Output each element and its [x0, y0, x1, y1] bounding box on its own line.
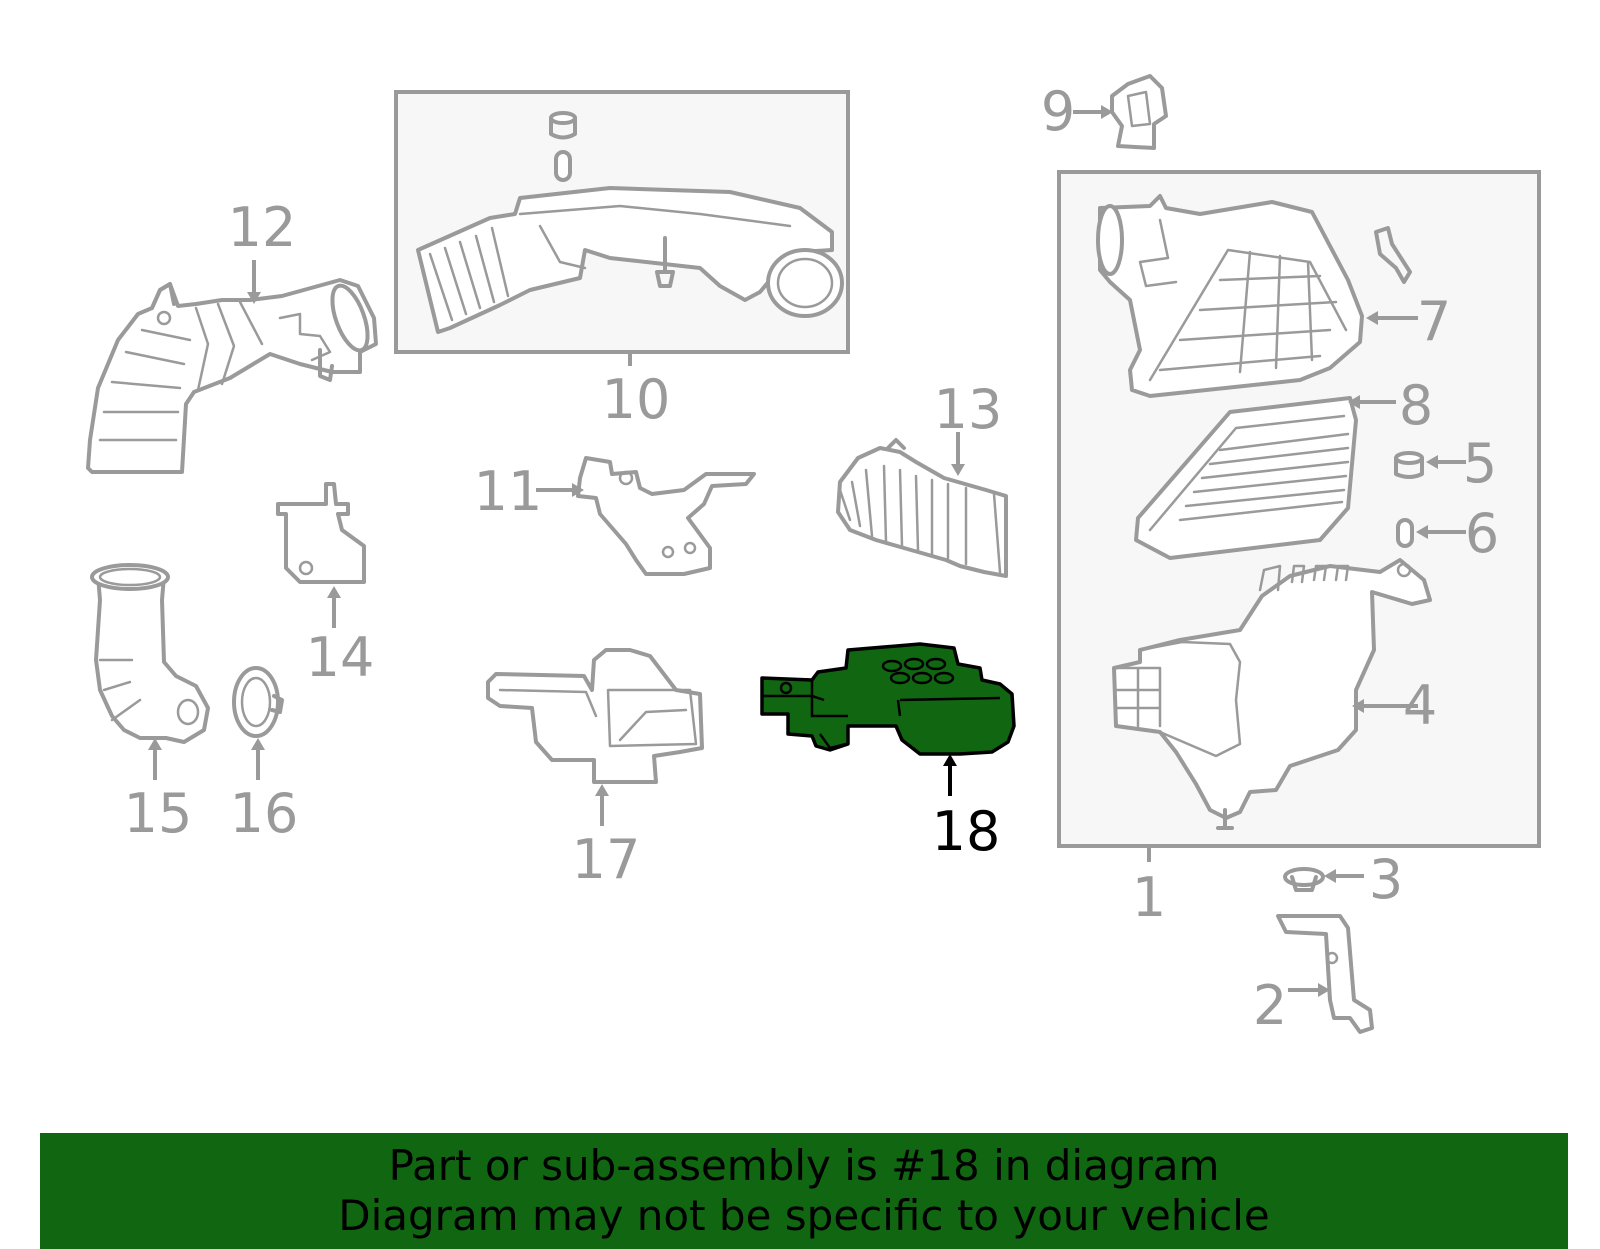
part-15[interactable]: [90, 563, 210, 744]
callout-16[interactable]: 16: [230, 782, 299, 845]
part-11[interactable]: [576, 456, 756, 576]
callout-12[interactable]: 12: [228, 196, 297, 259]
callout-3[interactable]: 3: [1369, 848, 1403, 911]
callout-8[interactable]: 8: [1399, 374, 1433, 437]
part-18-highlighted[interactable]: [760, 642, 1016, 756]
callout-11[interactable]: 11: [474, 460, 543, 523]
leader-lines: [148, 105, 1466, 997]
callout-18-highlighted[interactable]: 18: [932, 800, 1001, 863]
callout-15[interactable]: 15: [124, 782, 193, 845]
callout-2[interactable]: 2: [1253, 974, 1287, 1037]
banner-line-disclaimer: Diagram may not be specific to your vehi…: [338, 1191, 1270, 1240]
callout-9[interactable]: 9: [1041, 80, 1075, 143]
callout-7[interactable]: 7: [1417, 290, 1451, 353]
callout-5[interactable]: 5: [1463, 432, 1497, 495]
callout-6[interactable]: 6: [1465, 502, 1499, 565]
callout-14[interactable]: 14: [306, 626, 375, 689]
part-group-1[interactable]: [1057, 74, 1541, 1034]
callout-10[interactable]: 10: [602, 368, 671, 431]
callout-4[interactable]: 4: [1403, 674, 1437, 737]
part-14[interactable]: [276, 482, 366, 584]
callout-1[interactable]: 1: [1132, 866, 1166, 929]
banner-line-part: Part or sub-assembly is #18 in diagram: [388, 1141, 1220, 1190]
callout-13[interactable]: 13: [934, 378, 1003, 441]
part-12[interactable]: [86, 278, 378, 474]
part-17[interactable]: [486, 648, 704, 784]
callout-17[interactable]: 17: [572, 828, 641, 891]
part-group-10[interactable]: [394, 90, 850, 354]
part-13[interactable]: [836, 438, 1008, 578]
callout-labels: 1 2 3 4 5 6 7 8 9 10 11 12 13 14 15 16 1…: [124, 80, 1500, 1037]
part-16[interactable]: [232, 666, 284, 738]
info-banner: Part or sub-assembly is #18 in diagram D…: [40, 1133, 1568, 1249]
